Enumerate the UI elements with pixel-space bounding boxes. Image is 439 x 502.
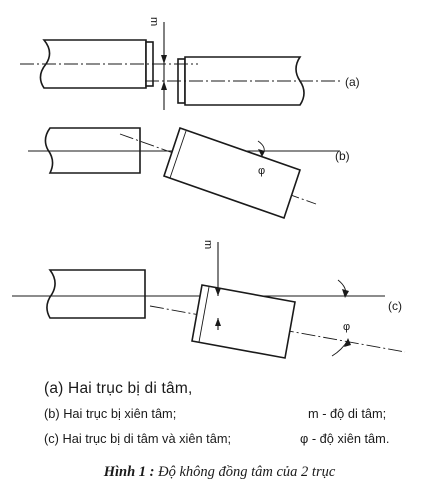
caption-number: Hình 1 : [103,464,155,480]
misalignment-diagram: m (a) φ (b) m φ (c) [12,17,406,359]
shaft-c-right [191,284,296,359]
label-m-top: m [148,17,160,26]
shaft-c-left [46,269,146,319]
shaft-b-right [162,126,302,220]
shaft-c-right-face [198,286,210,343]
offset-arrow-c-top [215,288,221,296]
label-phi-c: φ [343,321,350,333]
diagram-c-combined: m φ (c) [12,240,406,359]
legend-item-phi: φ - độ xiên tâm. [300,431,390,446]
label-phi-b: φ [258,165,265,177]
figure-caption: Hình 1 : Độ không đồng tâm của 2 trục [0,464,439,481]
angle-arrow-c-upper [342,289,349,298]
diagram-b-angular: φ (b) [28,126,350,220]
label-a: (a) [345,75,360,89]
legend-item-b: (b) Hai trục bị xiên tâm; [44,406,177,421]
offset-arrow-a-down [161,55,167,64]
caption-text: Độ không đồng tâm của 2 trục [158,464,336,480]
label-b: (b) [335,149,350,163]
shaft-b-right-face [169,130,187,179]
legend-item-m: m - độ di tâm; [308,406,387,421]
label-c: (c) [388,299,402,313]
axis-c-tilted [149,305,406,353]
offset-arrow-a-up [161,81,167,90]
offset-arrow-c-bottom [215,318,221,326]
angle-arc-c-lower [331,339,349,357]
legend-item-a: (a) Hai trục bị di tâm, [44,380,193,397]
angle-arrow-c-lower [344,338,351,347]
diagram-a-offset: m (a) [20,17,360,110]
legend-item-c: (c) Hai trục bị di tâm và xiên tâm; [44,431,232,446]
axis-b-tilted [119,133,317,205]
label-m-bottom: m [202,240,214,249]
angle-arrow-b [258,149,265,157]
